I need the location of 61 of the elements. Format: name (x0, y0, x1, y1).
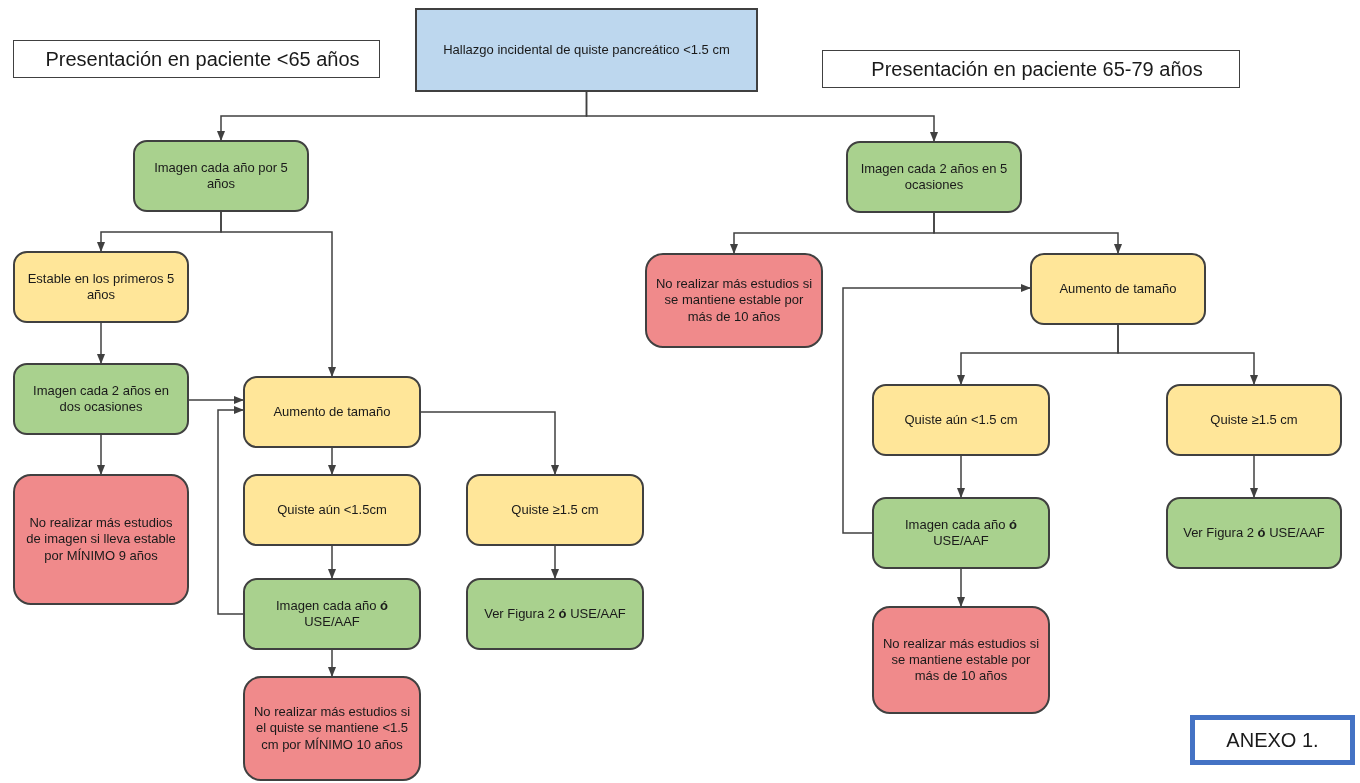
arrow (550, 545, 560, 580)
arrow (96, 322, 106, 365)
condition-box (466, 474, 644, 546)
node-text: Ver Figura 2 ó USE/AAF (1183, 524, 1325, 542)
condition-box (1166, 384, 1342, 456)
arrow (956, 455, 966, 499)
arrow (188, 395, 245, 405)
condition-box (243, 376, 421, 448)
node-text: No realizar más estudios si se mantiene estable por más de 10 años (655, 276, 813, 325)
stop-box (872, 606, 1050, 714)
condition-box (872, 384, 1050, 456)
action-box (243, 578, 421, 650)
node-text: Imagen cada 2 años en dos ocasiones (32, 382, 170, 416)
node-text: No realizar más estudios si se mantiene estable por más de 10 años (882, 635, 1040, 685)
node-text: Presentación en paciente <65 años (45, 46, 360, 72)
stop-box (243, 676, 421, 781)
node-text: Presentación en paciente 65-79 años (871, 56, 1203, 82)
node-text: Quiste aún <1.5cm (277, 501, 387, 519)
arrow (420, 411, 560, 476)
action-box (13, 363, 189, 435)
node-text: ANEXO 1. (1226, 727, 1319, 753)
node-text: Imagen cada 2 años en 5 ocasiones (860, 160, 1008, 194)
node-text: Quiste aún <1.5 cm (904, 411, 1018, 429)
arrow (96, 434, 106, 476)
condition-box (1030, 253, 1206, 325)
arrow (327, 649, 337, 678)
node-text: Aumento de tamaño (273, 403, 391, 421)
annex-box (1190, 715, 1355, 765)
start-box (415, 8, 758, 92)
arrow (842, 283, 1032, 534)
node-text: Hallazgo incidental de quiste pancreático <1.5 cm (443, 41, 730, 59)
stop-box (13, 474, 189, 605)
arrow (956, 568, 966, 608)
title-box (13, 40, 380, 78)
node-text: Quiste ≥1.5 cm (511, 501, 599, 519)
arrow (327, 545, 337, 580)
arrow (1249, 455, 1259, 499)
arrow (327, 447, 337, 476)
node-text: Imagen cada año ó USE/AAF (904, 516, 1018, 550)
node-text: Estable en los primeros 5 años (27, 270, 175, 304)
action-box (1166, 497, 1342, 569)
arrow (585, 91, 939, 143)
arrow (217, 405, 245, 615)
action-box (466, 578, 644, 650)
action-box (846, 141, 1022, 213)
node-text: Aumento de tamaño (1059, 280, 1177, 298)
node-text: No realizar más estudios de imagen si lleva estable por MÍNIMO 9 años (25, 515, 177, 564)
arrow (220, 211, 337, 378)
node-text: Ver Figura 2 ó USE/AAF (484, 605, 626, 623)
node-text: No realizar más estudios si el quiste se mantiene <1.5 cm por MÍNIMO 10 años (253, 704, 411, 753)
node-text: Imagen cada año por 5 años (153, 159, 289, 193)
title-box (822, 50, 1240, 88)
condition-box (13, 251, 189, 323)
condition-box (243, 474, 421, 546)
arrow (1117, 324, 1259, 386)
stop-box (645, 253, 823, 348)
node-text: Imagen cada año ó USE/AAF (275, 597, 389, 631)
action-box (872, 497, 1050, 569)
action-box (133, 140, 309, 212)
node-text: Quiste ≥1.5 cm (1210, 411, 1298, 429)
arrow (933, 212, 1123, 255)
